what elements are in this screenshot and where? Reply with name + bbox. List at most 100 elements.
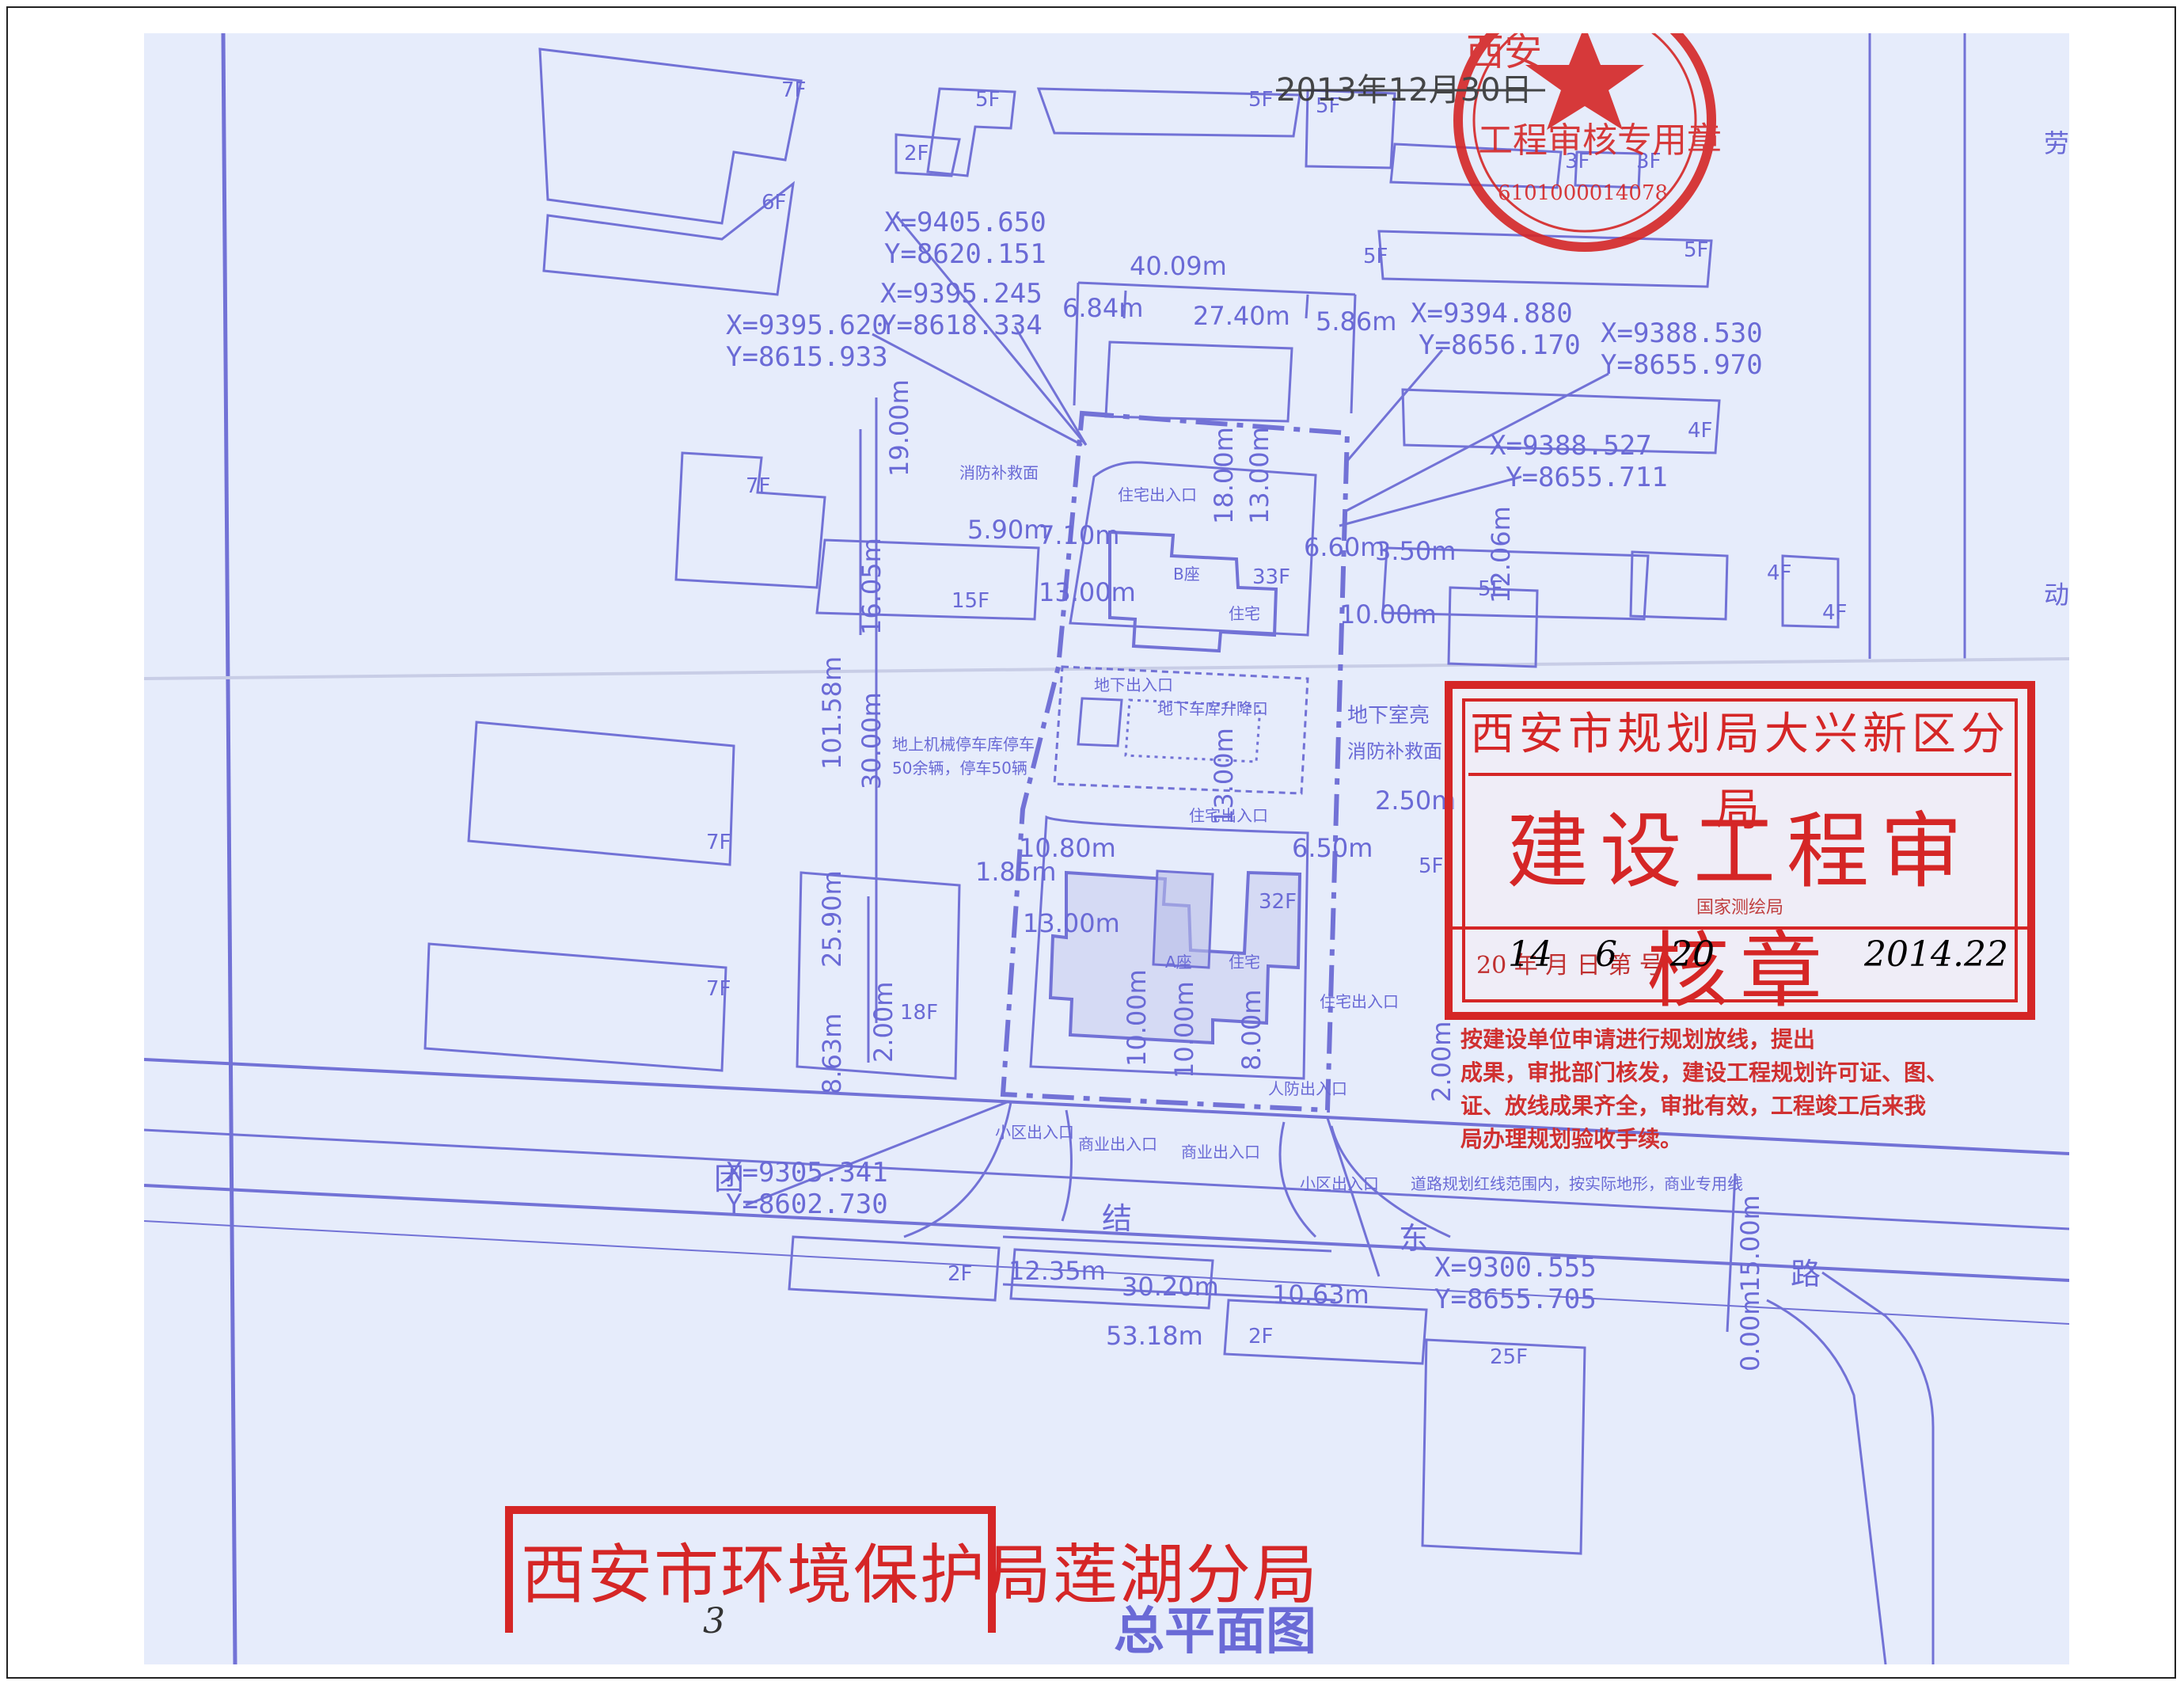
floor-count-label: 5F bbox=[1316, 94, 1341, 118]
floor-count-label: 2F bbox=[1248, 1325, 1274, 1348]
floor-count-label: 5F bbox=[975, 88, 1001, 112]
dimension-label: 10.00m bbox=[1122, 969, 1152, 1067]
dimension-label: 2.00m bbox=[868, 982, 898, 1063]
floor-count-label: 15F bbox=[951, 589, 989, 613]
road-char-3: 东 bbox=[1399, 1221, 1429, 1256]
planning-notes: 按建设单位申请进行规划放线，提出 成果，审批部门核发，建设工程规划许可证、图、 … bbox=[1460, 1023, 2046, 1156]
dimension-label: 1.85m bbox=[975, 857, 1056, 887]
coord-x-1: X=9405.650 bbox=[884, 207, 1046, 238]
round-approval-seal: 西安 工程审核专用章 6101000014078 2013年12月30日 bbox=[1276, 33, 1722, 252]
floor-count-label: 7F bbox=[781, 78, 807, 102]
dimension-label: 5.90m bbox=[967, 515, 1048, 545]
planning-note-line: 局办理规划验收手续。 bbox=[1460, 1126, 1683, 1152]
floor-count-label: 2F bbox=[948, 1262, 973, 1286]
label-community-entry-1: 小区出入口 bbox=[995, 1123, 1074, 1142]
floor-count-label: 3F bbox=[1565, 150, 1590, 173]
dimension-label: 10.00m bbox=[1339, 599, 1437, 629]
label-res-entry-2: 住宅出入口 bbox=[1189, 806, 1268, 825]
coord-y-7: Y=8602.730 bbox=[726, 1189, 888, 1220]
dimension-label: 10.80m bbox=[1019, 833, 1116, 863]
floor-count-label: 6F bbox=[762, 191, 787, 215]
planning-stamp-office: 西安市规划局大兴新区分局 bbox=[1468, 697, 2011, 836]
floor-count-label: 25F bbox=[1490, 1345, 1528, 1369]
dimension-label: 13.00m bbox=[1244, 427, 1274, 524]
floor-count-label: 5F bbox=[1478, 577, 1503, 601]
floor-count-label: 7F bbox=[706, 831, 731, 854]
coord-x-3: X=9395.620 bbox=[726, 310, 888, 341]
env-stamp-text: 西安市环境保护局莲湖分局 bbox=[521, 1538, 1320, 1613]
planning-stamp-bureau-small: 国家测绘局 bbox=[1696, 898, 1783, 918]
floor-count-label: 5F bbox=[1248, 88, 1274, 112]
dimension-label: 30.20m bbox=[1122, 1272, 1219, 1302]
dimension-label: 101.58m bbox=[817, 656, 847, 770]
planning-note-line: 证、放线成果齐全，审批有效，工程竣工后来我 bbox=[1460, 1093, 1927, 1119]
dimension-label: 6.50m bbox=[1292, 833, 1373, 863]
dimension-label: 2.50m bbox=[1375, 785, 1456, 816]
coord-y-1: Y=8620.151 bbox=[884, 238, 1046, 270]
floor-count-label: 5F bbox=[1684, 238, 1709, 262]
dimension-label: 2.00m bbox=[1426, 1021, 1457, 1102]
label-residential-a: 住宅 bbox=[1229, 953, 1260, 972]
floor-count-label: 7F bbox=[706, 977, 731, 1001]
planning-bureau-stamp: 西安市规划局大兴新区分局 建设工程审核章 国家测绘局 20 年 月 日 第 号 … bbox=[1445, 681, 2035, 1020]
label-fire-access-1: 消防补救面 bbox=[959, 463, 1039, 482]
dimension-label: 6.60m bbox=[1304, 532, 1384, 562]
floor-count-label: 4F bbox=[1767, 561, 1792, 585]
planning-stamp-date-line: 20 年 月 日 第 号 14 6 20 2014.22 bbox=[1453, 926, 2027, 985]
label-road-note: 道路规划红线范围内，按实际地形，商业专用线 bbox=[1411, 1174, 1743, 1193]
label-surface-parking-2: 50余辆，停车50辆 bbox=[892, 759, 1027, 778]
round-seal-serial: 6101000014078 bbox=[1498, 181, 1668, 205]
label-commercial-entry-1: 商业出入口 bbox=[1078, 1135, 1157, 1154]
hand-day: 20 bbox=[1670, 934, 1715, 975]
coord-x-6: X=9388.527 bbox=[1490, 430, 1652, 462]
dimension-label: 30.00m bbox=[857, 692, 887, 789]
dimension-label: 13.00m bbox=[1023, 908, 1120, 938]
dimension-label: 15.00m bbox=[1735, 1195, 1765, 1292]
label-res-entry-1: 住宅出入口 bbox=[1118, 485, 1197, 504]
label-community-entry-2: 小区出入口 bbox=[1300, 1174, 1379, 1193]
floor-count-label: 2F bbox=[904, 142, 929, 165]
coord-y-3: Y=8615.933 bbox=[726, 341, 888, 373]
coord-y-5: Y=8655.970 bbox=[1601, 349, 1763, 381]
dimension-label: 40.09m bbox=[1130, 251, 1227, 281]
coord-x-8: X=9300.555 bbox=[1434, 1252, 1597, 1284]
dimension-label: 8.00m bbox=[1236, 990, 1267, 1071]
dimension-label: 27.40m bbox=[1193, 301, 1290, 331]
floor-count-label: 32F bbox=[1259, 890, 1297, 914]
planning-note-line: 成果，审批部门核发，建设工程规划许可证、图、 bbox=[1460, 1059, 1949, 1086]
coord-x-4: X=9394.880 bbox=[1411, 298, 1573, 329]
floor-count-label: 5F bbox=[1419, 854, 1444, 878]
dimension-label: 7.10m bbox=[1039, 520, 1119, 550]
page-frame bbox=[6, 6, 2176, 1679]
dimension-label: 19.00m bbox=[884, 379, 914, 477]
dimension-label: 16.05m bbox=[857, 538, 887, 635]
dimension-label: 3.50m bbox=[1375, 536, 1456, 566]
label-building-a: A座 bbox=[1165, 953, 1192, 972]
blueprint-sheet: X=9405.650 Y=8620.151 X=9395.245 Y=8618.… bbox=[144, 33, 2069, 1664]
floor-count-label: 33F bbox=[1252, 565, 1290, 589]
floor-count-label: 18F bbox=[900, 1001, 938, 1025]
side-char-2: 动 bbox=[2044, 580, 2069, 610]
coord-x-2: X=9395.245 bbox=[880, 278, 1043, 310]
env-stamp-hand: 3 bbox=[703, 1601, 725, 1641]
road-char-2: 结 bbox=[1102, 1201, 1132, 1236]
dimension-label: 25.90m bbox=[817, 870, 847, 968]
dimension-label: 12.06m bbox=[1486, 506, 1516, 603]
coord-x-5: X=9388.530 bbox=[1601, 318, 1763, 349]
label-fire-access-2: 消防补救面 bbox=[1347, 740, 1442, 763]
round-seal-name: 工程审核专用章 bbox=[1478, 120, 1722, 161]
dimension-label: 10.00m bbox=[1169, 981, 1199, 1078]
dimension-label: 6.84m bbox=[1062, 293, 1143, 323]
coord-x-7: X=9305.341 bbox=[726, 1157, 888, 1189]
dimension-label: 0.00m bbox=[1735, 1291, 1765, 1371]
dimension-label: 8.63m bbox=[817, 1014, 847, 1094]
dimension-label: 5.86m bbox=[1316, 306, 1396, 337]
label-residential-b: 住宅 bbox=[1229, 604, 1260, 623]
road-char-1: 团 bbox=[714, 1162, 744, 1196]
floor-count-label: 5F bbox=[1363, 245, 1388, 268]
planning-stamp-date-print: 20 年 月 日 第 号 bbox=[1476, 952, 1663, 979]
label-underground-exit: 地下出入口 bbox=[1094, 675, 1173, 694]
dimension-label: 53.18m bbox=[1106, 1321, 1203, 1351]
dimension-label: 12.35m bbox=[1008, 1256, 1106, 1286]
hand-month: 6 bbox=[1595, 934, 1617, 975]
